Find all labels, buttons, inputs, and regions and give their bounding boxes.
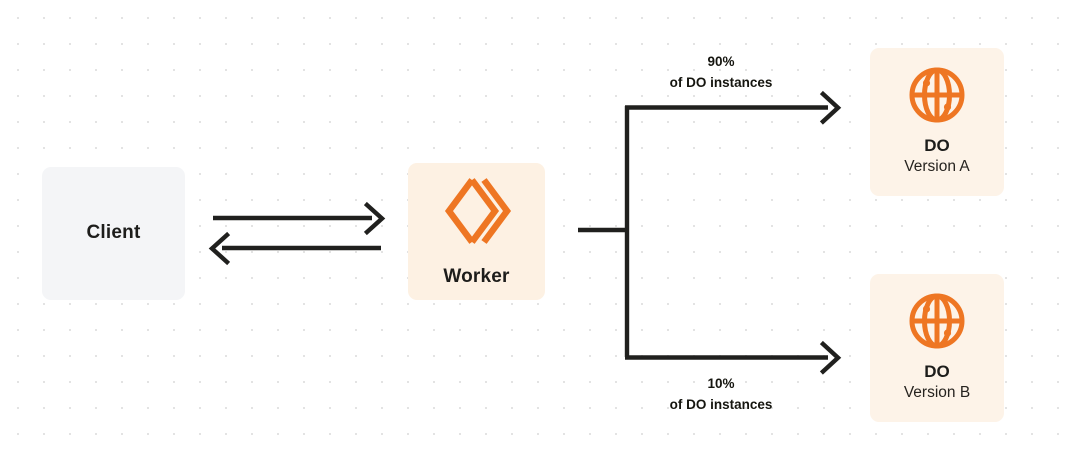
node-do-b-subtitle: Version B bbox=[903, 384, 971, 402]
node-worker-label: Worker bbox=[443, 266, 510, 288]
cloudflare-workers-icon bbox=[442, 174, 512, 248]
node-client[interactable]: Client bbox=[42, 167, 185, 300]
node-do-version-a[interactable]: DO Version A bbox=[870, 48, 1004, 196]
node-worker[interactable]: Worker bbox=[408, 163, 545, 300]
edge-label-do-b: 10% of DO instances bbox=[635, 374, 807, 416]
edge-label-do-a: 90% of DO instances bbox=[635, 52, 807, 94]
edge-worker-to-client bbox=[208, 231, 381, 266]
edge-worker-branch-trunk bbox=[578, 106, 630, 357]
node-do-a-subtitle: Version A bbox=[904, 158, 970, 176]
edge-worker-to-do-a bbox=[625, 90, 842, 125]
edge-label-do-b-percent: 10% bbox=[707, 376, 735, 391]
durable-object-globe-icon bbox=[908, 66, 966, 124]
node-do-a-title: DO bbox=[924, 135, 950, 155]
edge-label-do-a-caption: of DO instances bbox=[669, 74, 773, 90]
edge-label-do-b-caption: of DO instances bbox=[669, 396, 773, 412]
node-do-version-b[interactable]: DO Version B bbox=[870, 274, 1004, 422]
edge-worker-to-do-b bbox=[625, 340, 842, 375]
edge-client-to-worker bbox=[213, 201, 386, 236]
edge-label-do-a-percent: 90% bbox=[707, 54, 735, 69]
node-client-label: Client bbox=[86, 222, 141, 244]
durable-object-globe-icon bbox=[908, 292, 966, 350]
node-do-b-title: DO bbox=[924, 361, 950, 381]
